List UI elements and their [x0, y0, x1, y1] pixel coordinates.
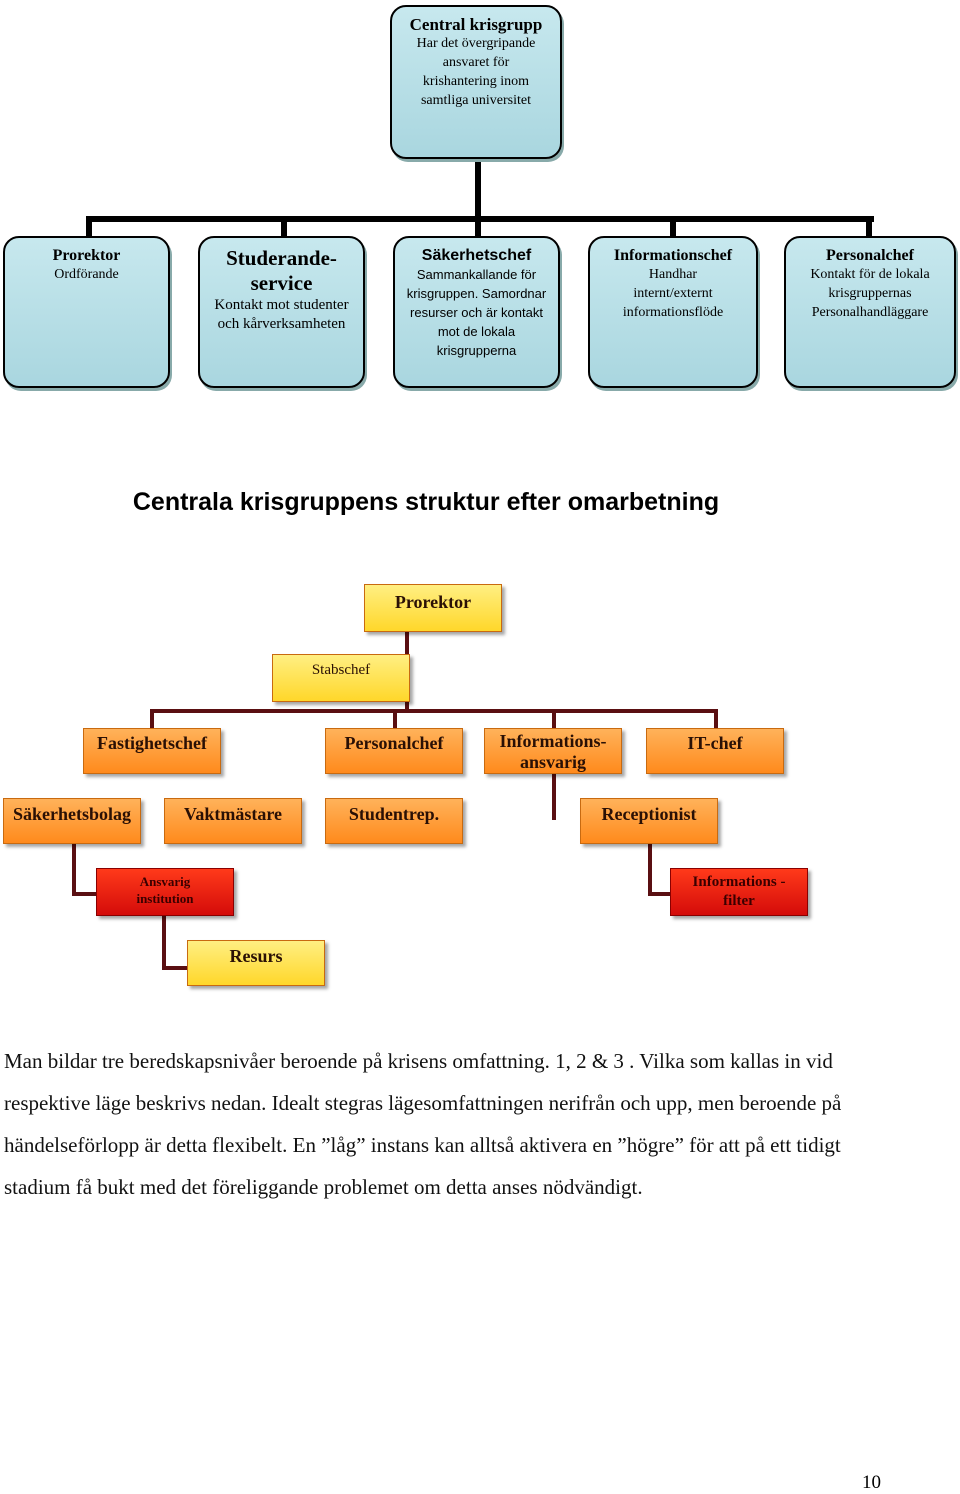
box-title: Prorektor	[52, 247, 121, 264]
box-description: Kontakt för de lokala krisgruppernas Per…	[810, 267, 930, 320]
prorektor-node: Prorektor	[364, 584, 502, 632]
connector	[714, 709, 718, 729]
personalchef-box: Personalchef Kontakt för de lokala krisg…	[784, 236, 956, 388]
vaktmastare-node: Vaktmästare	[164, 798, 302, 844]
connector	[150, 709, 718, 713]
page-number: 10	[862, 1472, 881, 1493]
sakerhetsbolag-node: Säkerhetsbolag	[3, 798, 141, 844]
connector	[150, 709, 154, 729]
informations-filter-node: Informations -filter	[670, 868, 808, 916]
sakerhetschef-box: Säkerhetschef Sammankallande för krisgru…	[393, 236, 560, 388]
informationschef-box: Informationschef Handhar internt/externt…	[588, 236, 758, 388]
section-heading: Centrala krisgruppens struktur efter oma…	[132, 488, 720, 516]
ansvarig-institution-node: Ansvarig institution	[96, 868, 234, 916]
central-krisgrupp-box: Central krisgrupp Har det övergripande a…	[390, 5, 562, 159]
it-chef-node: IT-chef	[646, 728, 784, 774]
box-description: Ordförande	[54, 267, 119, 282]
stabschef-node: Stabschef	[272, 654, 410, 702]
fastighetschef-node: Fastighetschef	[83, 728, 221, 774]
informationsansvarig-node: Informations-ansvarig	[484, 728, 622, 774]
connector	[162, 915, 166, 969]
connector	[648, 892, 672, 896]
connector	[86, 216, 92, 238]
personalchef-node: Personalchef	[325, 728, 463, 774]
connector	[552, 709, 556, 729]
studentrep-node: Studentrep.	[325, 798, 463, 844]
connector	[281, 216, 287, 238]
box-title: Informationschef	[613, 247, 733, 264]
box-title: Studerande-service	[226, 246, 337, 295]
receptionist-node: Receptionist	[580, 798, 718, 844]
body-paragraph: Man bildar tre beredskapsnivåer beroende…	[4, 1049, 842, 1199]
box-title: Säkerhetschef	[421, 247, 532, 264]
connector	[552, 772, 556, 820]
connector	[866, 216, 872, 238]
box-description: Handhar internt/externt informationsflöd…	[622, 267, 724, 320]
connector	[162, 966, 188, 970]
box-description: Sammankallande för krisgruppen. Samordna…	[406, 267, 547, 358]
box-title: Personalchef	[826, 247, 914, 264]
connector	[393, 709, 397, 729]
connector	[475, 216, 481, 238]
studerandeservice-box: Studerande-service Kontakt mot studenter…	[198, 236, 365, 388]
box-description: Har det övergripande ansvaret för krisha…	[416, 36, 536, 108]
connector	[475, 158, 481, 218]
prorektor-box: Prorektor Ordförande	[3, 236, 170, 388]
box-title: Central krisgrupp	[409, 15, 543, 34]
connector	[72, 892, 98, 896]
resurs-node: Resurs	[187, 940, 325, 986]
connector	[648, 843, 652, 896]
connector	[72, 843, 76, 895]
connector	[670, 216, 676, 238]
box-description: Kontakt mot studenter och kårverksamhete…	[214, 297, 349, 332]
